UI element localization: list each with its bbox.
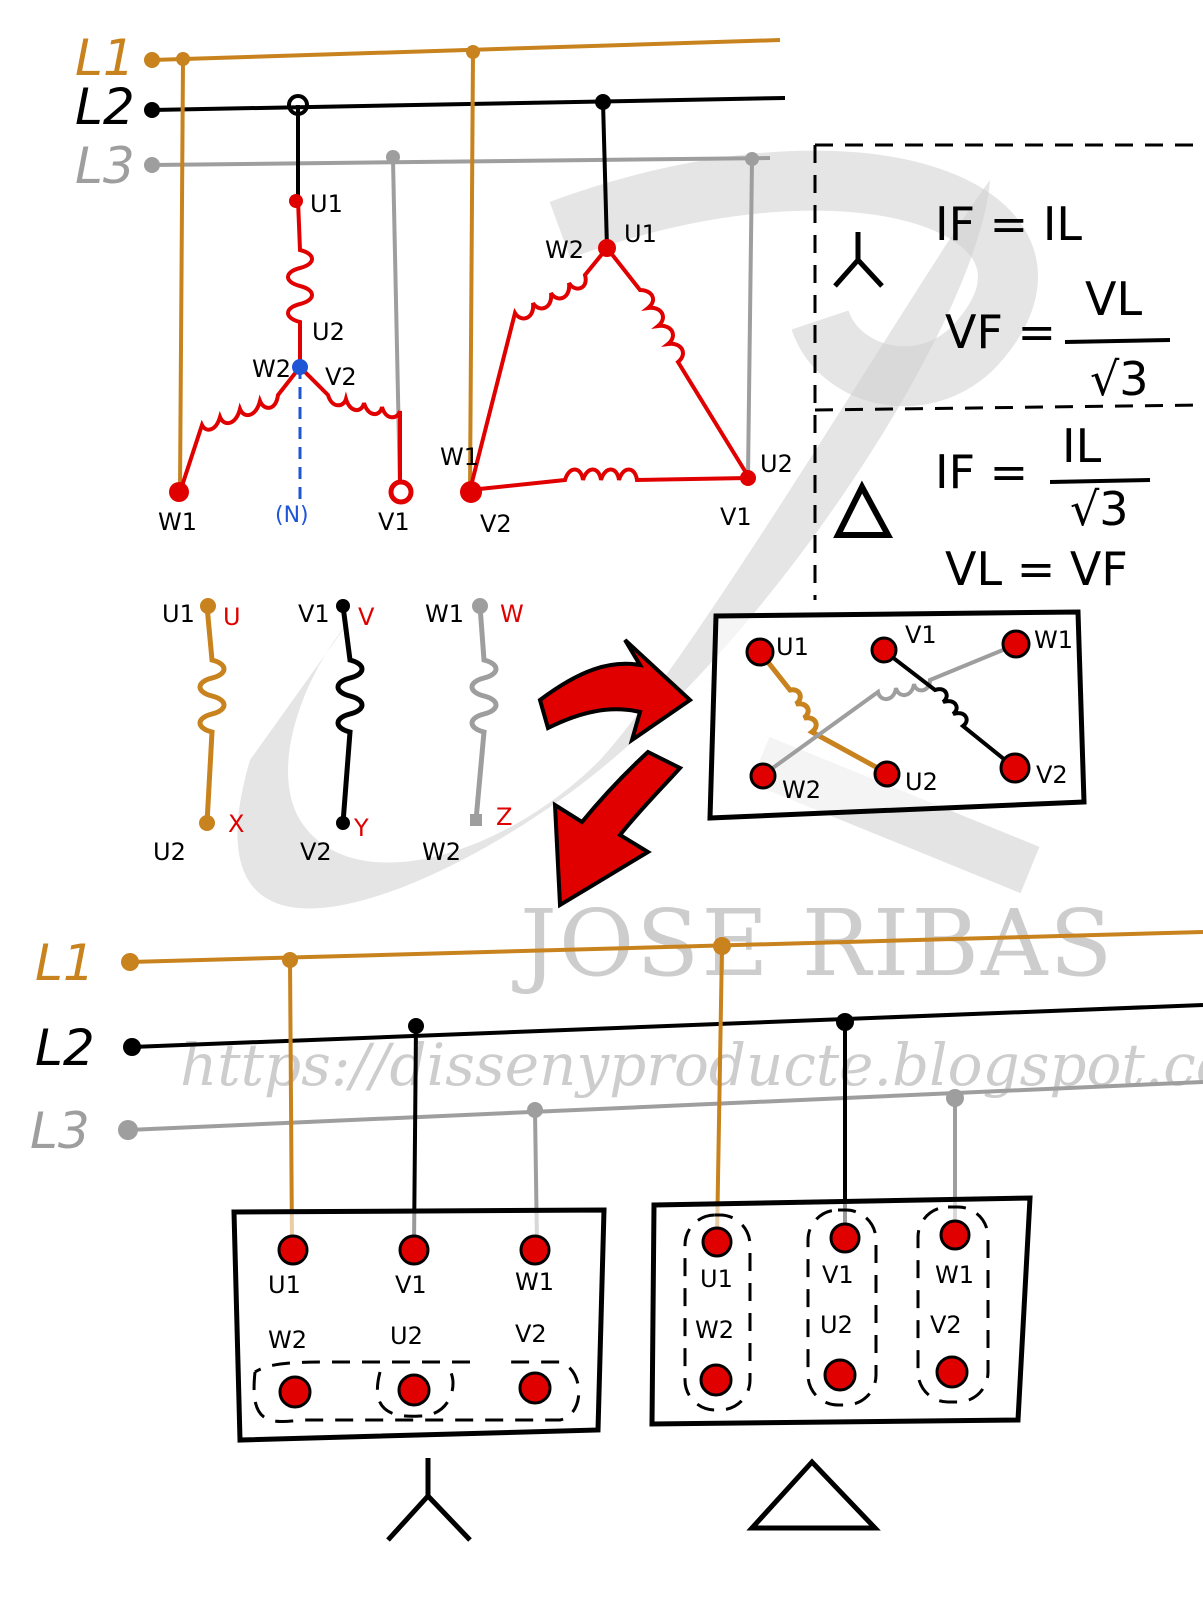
winding-v-top: V1 <box>298 600 330 628</box>
star-label-neutral: (N) <box>275 503 309 528</box>
star-terminal-box: U1 V1 W1 W2 U2 V2 <box>231 1207 607 1542</box>
formula-star-if: IF = IL <box>935 197 1082 251</box>
winding-w-top: W1 <box>425 600 464 628</box>
winding-w-letter2: Z <box>496 803 512 831</box>
star-label-v1: V1 <box>378 508 410 536</box>
formula-delta-vl: VL = VF <box>945 542 1128 596</box>
bottom-supply-lines: L1 L2 L3 <box>30 930 1203 1246</box>
delta-label-v2: V2 <box>480 510 512 538</box>
winding-u-top: U1 <box>162 600 195 628</box>
tb-label-v2: V2 <box>1036 761 1068 789</box>
individual-windings: U1 U U2 X V1 V V2 Y W1 W W2 Z <box>153 598 524 866</box>
formulas-panel: IF = IL VF = VL √3 IF = IL √3 VL = VF <box>813 143 1203 600</box>
star-symbol-icon <box>833 232 884 288</box>
star-label-u1: U1 <box>310 190 343 218</box>
delta-box-label-v1: V1 <box>822 1261 854 1289</box>
star-box-label-w2: W2 <box>268 1326 307 1354</box>
line-label-l3: L3 <box>75 137 135 195</box>
delta-label-w1: W1 <box>440 443 479 471</box>
arrow-to-terminal-box <box>537 638 694 745</box>
star-box-label-u2: U2 <box>390 1322 423 1350</box>
delta-label-u1: U1 <box>624 220 657 248</box>
tb-label-u1: U1 <box>776 633 809 661</box>
star-diagram: U1 U2 W2 V2 W1 (N) V1 <box>158 59 414 536</box>
winding-w-letter: W <box>500 600 524 628</box>
star-box-label-v2: V2 <box>515 1320 547 1348</box>
watermark-logo-arc <box>549 150 1038 407</box>
star-label-w1: W1 <box>158 508 197 536</box>
star-label-w2: W2 <box>252 355 291 383</box>
tb-label-w2: W2 <box>782 776 821 804</box>
delta-label-u2: U2 <box>760 450 793 478</box>
winding-u-letter2: X <box>228 810 244 838</box>
delta-box-label-u2: U2 <box>820 1311 853 1339</box>
winding-v-bottom: V2 <box>300 838 332 866</box>
winding-u-letter: U <box>223 603 241 631</box>
tb-label-u2: U2 <box>905 768 938 796</box>
tb-label-w1: W1 <box>1034 626 1073 654</box>
winding-v-letter: V <box>358 603 375 631</box>
star-symbol-bottom-icon <box>386 1458 472 1542</box>
top-supply-lines: L1 L2 L3 <box>75 29 786 195</box>
delta-terminal-box: U1 V1 W1 W2 U2 V2 <box>649 1195 1033 1531</box>
delta-label-v1: V1 <box>720 503 752 531</box>
delta-symbol-icon <box>833 480 894 538</box>
arrows <box>537 638 694 909</box>
line-label-l1: L1 <box>75 29 135 87</box>
star-box-label-v1: V1 <box>395 1271 427 1299</box>
delta-label-w2: W2 <box>545 236 584 264</box>
star-box-label-w1: W1 <box>515 1268 554 1296</box>
winding-u-bottom: U2 <box>153 838 186 866</box>
formula-delta-if-lhs: IF = <box>935 445 1028 499</box>
delta-diagram: W2 U1 W1 U2 V2 V1 <box>440 51 793 538</box>
bottom-line-label-l1: L1 <box>35 934 95 992</box>
tb-label-v1: V1 <box>905 621 937 649</box>
line-label-l2: L2 <box>75 78 135 136</box>
bottom-line-label-l2: L2 <box>35 1019 95 1077</box>
delta-box-label-u1: U1 <box>700 1265 733 1293</box>
winding-w-bottom: W2 <box>422 838 461 866</box>
delta-box-label-w1: W1 <box>935 1261 974 1289</box>
formula-star-vf-num: VL <box>1085 272 1142 326</box>
formula-star-vf-den: √3 <box>1090 352 1149 406</box>
winding-v-letter2: Y <box>353 814 369 842</box>
terminal-box-internal: U1 V1 W1 W2 U2 V2 <box>707 609 1087 821</box>
star-label-u2: U2 <box>312 318 345 346</box>
star-label-v2: V2 <box>325 363 357 391</box>
delta-symbol-bottom-icon <box>746 1458 881 1531</box>
delta-box-label-w2: W2 <box>695 1316 734 1344</box>
formula-delta-if-num: IL <box>1062 419 1102 473</box>
bottom-line-label-l3: L3 <box>30 1102 90 1160</box>
formula-star-vf-lhs: VF = <box>945 305 1056 359</box>
delta-box-label-v2: V2 <box>930 1311 962 1339</box>
formula-delta-if-den: √3 <box>1070 482 1129 536</box>
star-box-label-u1: U1 <box>268 1271 301 1299</box>
arrow-to-connections <box>552 749 684 909</box>
